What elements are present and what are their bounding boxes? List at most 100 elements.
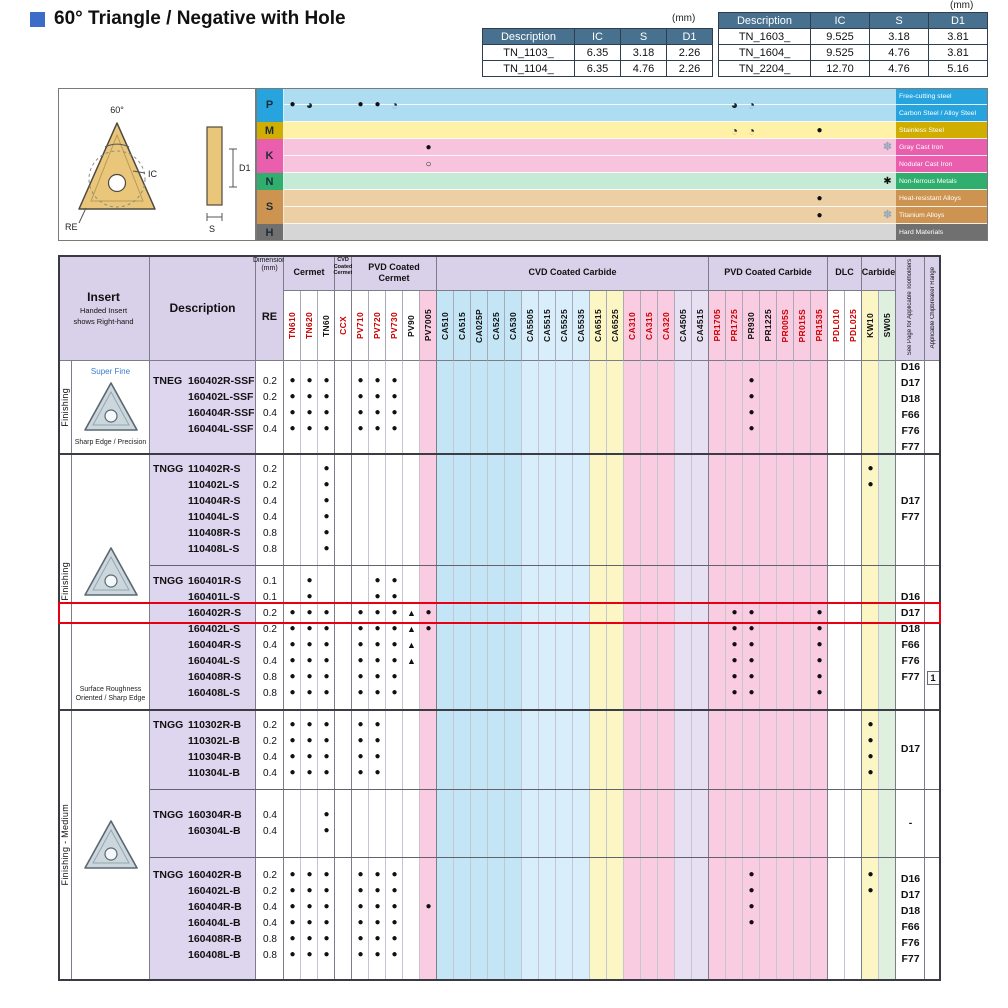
- page-ref: F77: [901, 441, 920, 453]
- insert-code: 160401L-S: [188, 591, 240, 603]
- grade-column-CA6515: CA6515: [590, 291, 607, 361]
- page-title-row: 60° Triangle / Negative with Hole: [30, 8, 346, 30]
- grade-mark-dot-TN60: ●: [323, 495, 330, 506]
- grade-mark-dot-TN620: ●: [306, 767, 313, 778]
- diagram-ic-label: IC: [148, 169, 158, 179]
- grade-mark-dot-PR1535: ●: [816, 671, 823, 682]
- grade-mark-dot-TN60: ●: [323, 527, 330, 538]
- grade-mark-dot-KW10: ●: [867, 735, 874, 746]
- grade-mark-dot-TN620: ●: [306, 933, 313, 944]
- grade-mark-dot-TN60: ●: [323, 511, 330, 522]
- grade-mark-dot-PV720: ●: [374, 623, 381, 634]
- unit-label: (mm): [950, 0, 974, 11]
- grade-column-bg-PDL010: [828, 361, 845, 981]
- header-dimension: Dimension (mm)RE: [252, 255, 287, 361]
- grade-mark-dot-KW10: ●: [867, 463, 874, 474]
- grade-mark-dot-PV710: ●: [357, 655, 364, 666]
- band-mark-open-PV7005: ○: [425, 158, 432, 170]
- grade-column-KW10-label: KW10: [865, 313, 875, 338]
- grade-mark-dot-TN60: ●: [323, 885, 330, 896]
- band-mark-quarter-PR930: ◔: [747, 98, 756, 112]
- insert-code: 160404R-SSF: [188, 407, 255, 419]
- insert-code: 160404L-B: [188, 917, 241, 929]
- section-label-label: Finishing - Medium: [59, 804, 70, 886]
- material-type-label: Gray Cast Iron: [896, 139, 988, 156]
- corner-radius-value: 0.2: [263, 885, 277, 897]
- grade-mark-dot-PR930: ●: [748, 671, 755, 682]
- spec-description: TN_1103_: [482, 44, 575, 61]
- grade-mark-dot-TN620: ●: [306, 639, 313, 650]
- grade-column-bg-PV90: [403, 361, 420, 981]
- insert-description: 160402L-B: [150, 883, 256, 899]
- diagram-drawing: 60° RE IC S D1: [65, 105, 251, 234]
- grade-column-CA5505-label: CA5505: [525, 309, 535, 342]
- grade-column-PV710-label: PV710: [355, 311, 365, 340]
- grade-mark-dot-PV720: ●: [374, 375, 381, 386]
- header-see-page-label: See Page for Applicable Toolholders: [907, 259, 913, 356]
- grade-mark-dot-TN610: ●: [289, 869, 296, 880]
- grade-column-CCX-label: CCX: [338, 316, 348, 335]
- description-column-bg: [150, 361, 256, 981]
- grade-column-PR930-label: PR930: [746, 311, 756, 340]
- grade-column-PV730: PV730: [386, 291, 403, 361]
- material-band-row: [284, 173, 896, 190]
- grade-mark-dot-TN60: ●: [323, 543, 330, 554]
- grade-mark-dot-PR1535: ●: [816, 623, 823, 634]
- insert-code: 160404L-SSF: [188, 423, 254, 435]
- insert-description: 160408L-S: [150, 685, 256, 701]
- grade-column-bg-CA025P: [471, 361, 488, 981]
- title-bullet-icon: [30, 11, 45, 27]
- insert-description: 160404L-B: [150, 915, 256, 931]
- grade-mark-dot-PR930: ●: [748, 407, 755, 418]
- grade-mark-dot-PV720: ●: [374, 719, 381, 730]
- grade-mark-dot-TN620: ●: [306, 391, 313, 402]
- grade-mark-dot-TN60: ●: [323, 719, 330, 730]
- corner-radius-value: 0.4: [263, 751, 277, 763]
- grade-mark-dot-TN60: ●: [323, 423, 330, 434]
- grade-column-CA530: CA530: [505, 291, 522, 361]
- grade-mark-dot-TN610: ●: [289, 687, 296, 698]
- header-insert-title: Insert: [87, 289, 120, 304]
- grade-group-header: Cermet: [284, 255, 335, 291]
- grade-column-CA5525-label: CA5525: [559, 309, 569, 342]
- insert-caption-bottom: Surface Roughness Oriented / Sharp Edge: [75, 686, 146, 702]
- page-ref: F77: [901, 511, 920, 523]
- page-ref: D17: [900, 495, 921, 507]
- grade-mark-dot-PV730: ●: [391, 407, 398, 418]
- grade-mark-dot-PV720: ●: [374, 767, 381, 778]
- material-letter-K: K: [256, 139, 284, 173]
- grade-column-bg-PR1725: [726, 361, 743, 981]
- grade-column-CA5535-label: CA5535: [576, 309, 586, 342]
- header-dimension-label: Dimension (mm): [252, 257, 287, 273]
- grade-mark-dot-PR930: ●: [748, 639, 755, 650]
- grade-mark-dot-TN620: ●: [306, 719, 313, 730]
- grade-mark-dot-PV710: ●: [357, 639, 364, 650]
- grade-mark-dot-PV730: ●: [391, 391, 398, 402]
- grade-column-TN610: TN610: [284, 291, 301, 361]
- grade-mark-dot-PR930: ●: [748, 607, 755, 618]
- spec-description: TN_1603_: [718, 28, 811, 45]
- grade-column-bg-PR1705: [709, 361, 726, 981]
- insert-description: 160404R-B: [150, 899, 256, 915]
- grade-mark-dot-PV720: ●: [374, 751, 381, 762]
- grade-mark-dot-TN610: ●: [289, 655, 296, 666]
- band-mark-full-PR1535: ●: [816, 209, 823, 221]
- grade-mark-dot-PR930: ●: [748, 423, 755, 434]
- corner-radius-value: 0.8: [263, 933, 277, 945]
- grade-mark-dot-PR1725: ●: [731, 671, 738, 682]
- insert-code: 160402L-SSF: [188, 391, 254, 403]
- insert-code: 110404R-S: [188, 495, 241, 507]
- page-ref: F76: [901, 937, 920, 949]
- grade-mark-dot-PV720: ●: [374, 917, 381, 928]
- spec-value: 12.70: [810, 60, 870, 77]
- spec-value: 2.26: [666, 60, 713, 77]
- material-type-label: Hard Materials: [896, 224, 988, 241]
- grade-mark-dot-TN620: ●: [306, 407, 313, 418]
- grade-column-PV730-label: PV730: [389, 311, 399, 340]
- toolholder-page-refs: -: [896, 789, 925, 857]
